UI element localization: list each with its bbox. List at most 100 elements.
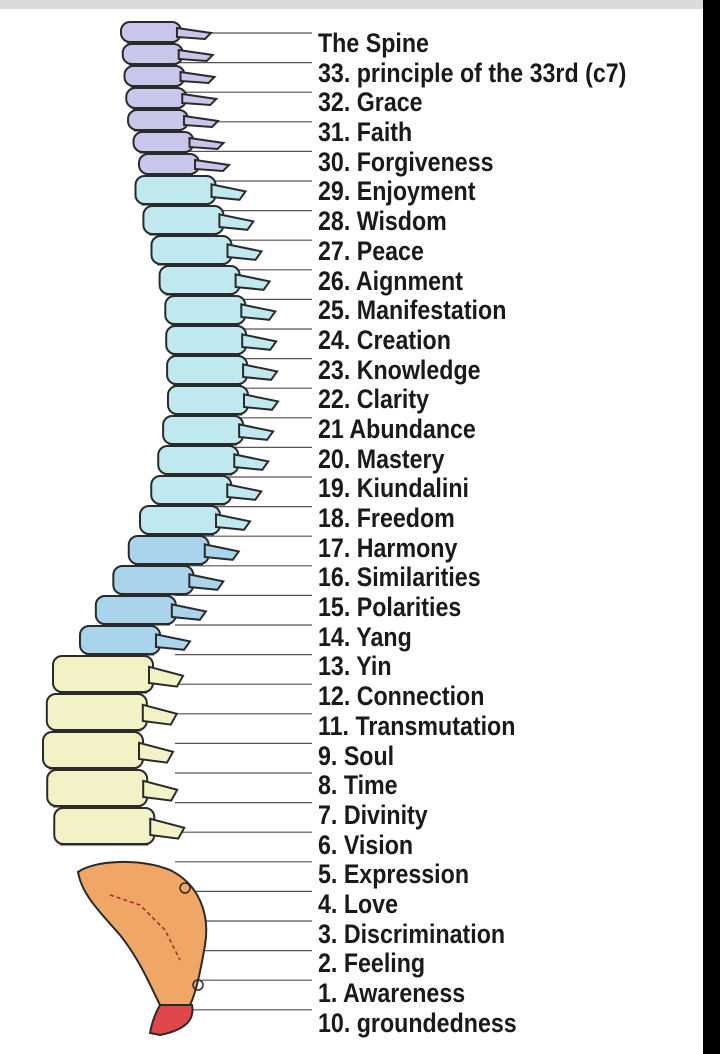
spinous-process <box>155 633 192 651</box>
vertebra-label: 25. Manifestation <box>318 295 507 326</box>
spinous-process <box>142 779 179 802</box>
spinous-process <box>218 213 256 231</box>
diagram-title: The Spine <box>318 28 429 58</box>
spinous-process <box>148 665 185 688</box>
vertebra-label: 18. Freedom <box>318 503 455 533</box>
vertebra <box>42 731 144 769</box>
spinous-process <box>181 92 219 107</box>
spinous-process <box>170 603 208 621</box>
vertebra-label: 10. groundedness <box>318 1007 517 1038</box>
vertebra-label: 23. Knowledge <box>318 354 481 385</box>
vertebra-label: 20. Mastery <box>318 443 445 474</box>
spinous-process <box>175 26 214 41</box>
vertebra-label: 30. Forgiveness <box>318 146 494 177</box>
spinous-process <box>149 817 186 840</box>
vertebra-label: 12. Connection <box>318 681 485 712</box>
right-black-bar <box>703 0 720 1054</box>
vertebra <box>94 595 177 625</box>
vertebra-label: 27. Peace <box>318 235 424 266</box>
top-bar <box>0 0 720 9</box>
vertebra-label: 21 Abundance <box>318 413 476 444</box>
vertebra <box>166 355 249 385</box>
vertebra <box>45 693 148 731</box>
spinous-process <box>141 703 179 726</box>
vertebra-label: 8. Time <box>318 770 398 801</box>
vertebra <box>79 625 161 655</box>
sacrum <box>76 861 208 1006</box>
vertebra-label: 3. Discrimination <box>318 918 506 949</box>
vertebra <box>157 445 240 475</box>
vertebra-label: 17. Harmony <box>318 532 458 563</box>
sacrum-coccyx <box>76 861 208 1037</box>
vertebra <box>142 205 225 235</box>
vertebra-label: 32. Grace <box>318 87 423 118</box>
vertebra-label: 24. Creation <box>318 324 451 355</box>
spinous-process <box>138 741 175 764</box>
vertebra <box>119 21 182 43</box>
vertebra-label: 4. Love <box>318 888 399 919</box>
spinous-process <box>188 136 226 151</box>
vertebra-label: 7. Divinity <box>318 799 428 830</box>
vertebra-label: 6. Vision <box>318 829 414 860</box>
vertebra-label: 31. Faith <box>318 117 413 148</box>
vertebra <box>138 153 200 175</box>
spinous-process <box>242 363 279 381</box>
vertebra <box>150 475 233 505</box>
vertebra-label: 1. Awareness <box>318 978 466 1008</box>
vertebra <box>165 325 248 355</box>
coccyx <box>148 1004 194 1037</box>
vertebra-label: 9. Soul <box>318 740 395 771</box>
vertebra <box>46 769 149 807</box>
vertebra-label: 16. Similarities <box>318 562 481 593</box>
sacrum-line <box>109 894 181 961</box>
vertebra <box>132 131 195 153</box>
vertebra <box>53 807 156 845</box>
spinous-process <box>210 183 248 201</box>
spinous-process <box>243 393 280 411</box>
vertebra <box>134 175 217 205</box>
vertebra <box>121 43 184 65</box>
vertebra-label: 14. Yang <box>318 621 412 652</box>
spinous-process <box>226 483 263 501</box>
vertebra <box>139 505 221 535</box>
spinous-process <box>241 333 278 351</box>
vertebra <box>125 87 188 109</box>
vertebra <box>112 565 195 595</box>
vertebra <box>158 265 241 295</box>
vertebra-label: 33. principle of the 33rd (c7) <box>318 57 627 88</box>
vertebra-label: 11. Transmutation <box>318 710 516 741</box>
spinous-process <box>177 48 215 63</box>
spinous-process <box>194 158 232 173</box>
spinous-process <box>240 303 278 321</box>
spinous-process <box>203 543 241 561</box>
vertebra <box>127 535 210 565</box>
vertebrae-column <box>42 21 280 846</box>
vertebra <box>123 65 186 87</box>
spinous-process <box>179 70 217 85</box>
vertebra-label: 26. Aignment <box>318 265 463 296</box>
spinous-process <box>238 423 275 441</box>
vertebra <box>127 109 189 131</box>
vertebra-label: 5. Expression <box>318 859 470 890</box>
vertebra <box>167 385 249 415</box>
vertebra <box>162 415 245 445</box>
spinous-process <box>226 243 264 261</box>
sacral-foramen <box>179 882 191 894</box>
vertebra <box>150 235 233 265</box>
sacral-foramen <box>192 979 204 991</box>
spinous-process <box>234 273 272 291</box>
vertebra-label: 22. Clarity <box>318 384 430 415</box>
vertebra-label: 13. Yin <box>318 651 392 682</box>
vertebra <box>52 655 154 693</box>
spinous-process <box>233 453 270 471</box>
vertebra-label: 2. Feeling <box>318 948 426 979</box>
spinous-process <box>215 513 252 531</box>
vertebra-label: 15. Polarities <box>318 592 462 623</box>
spinous-process <box>188 573 226 591</box>
spinous-process <box>183 114 221 129</box>
vertebra-label: 28. Wisdom <box>318 206 447 237</box>
vertebra-label: 29. Enjoyment <box>318 176 476 207</box>
vertebra-label: 19. Kiundalini <box>318 473 469 504</box>
